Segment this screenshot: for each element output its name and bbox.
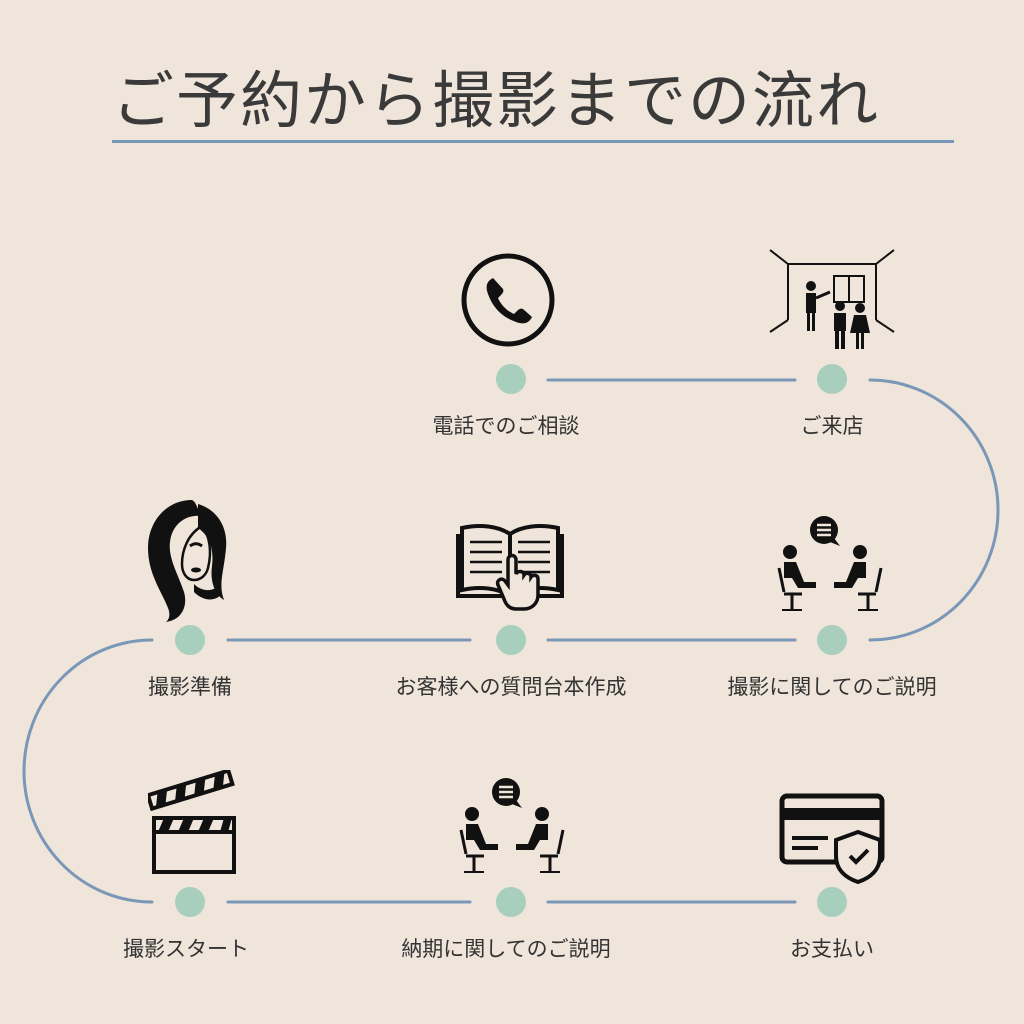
credit-card-shield-icon (779, 793, 885, 884)
step-label-7: 納期に関してのご説明 (401, 937, 611, 961)
phone-icon (461, 253, 555, 347)
meeting-chat-icon (459, 778, 565, 873)
step-label-2: ご来店 (800, 414, 864, 438)
woman-hair-icon (148, 500, 227, 622)
presentation-room-icon (769, 249, 895, 349)
step-label-1: 電話でのご相談 (432, 414, 580, 438)
step-label-4: お客様への質問台本作成 (395, 675, 627, 699)
step-label-8: お支払い (790, 937, 874, 961)
step-label-3: 撮影に関してのご説明 (727, 675, 937, 699)
meeting-chat-icon (777, 516, 883, 611)
title-underline (112, 140, 954, 143)
page-title: ご予約から撮影までの流れ (112, 64, 881, 137)
open-book-hand-icon (456, 524, 564, 611)
clapperboard-icon (148, 770, 236, 874)
step-label-5: 撮影準備 (148, 675, 232, 699)
step-label-6: 撮影スタート (123, 937, 249, 961)
